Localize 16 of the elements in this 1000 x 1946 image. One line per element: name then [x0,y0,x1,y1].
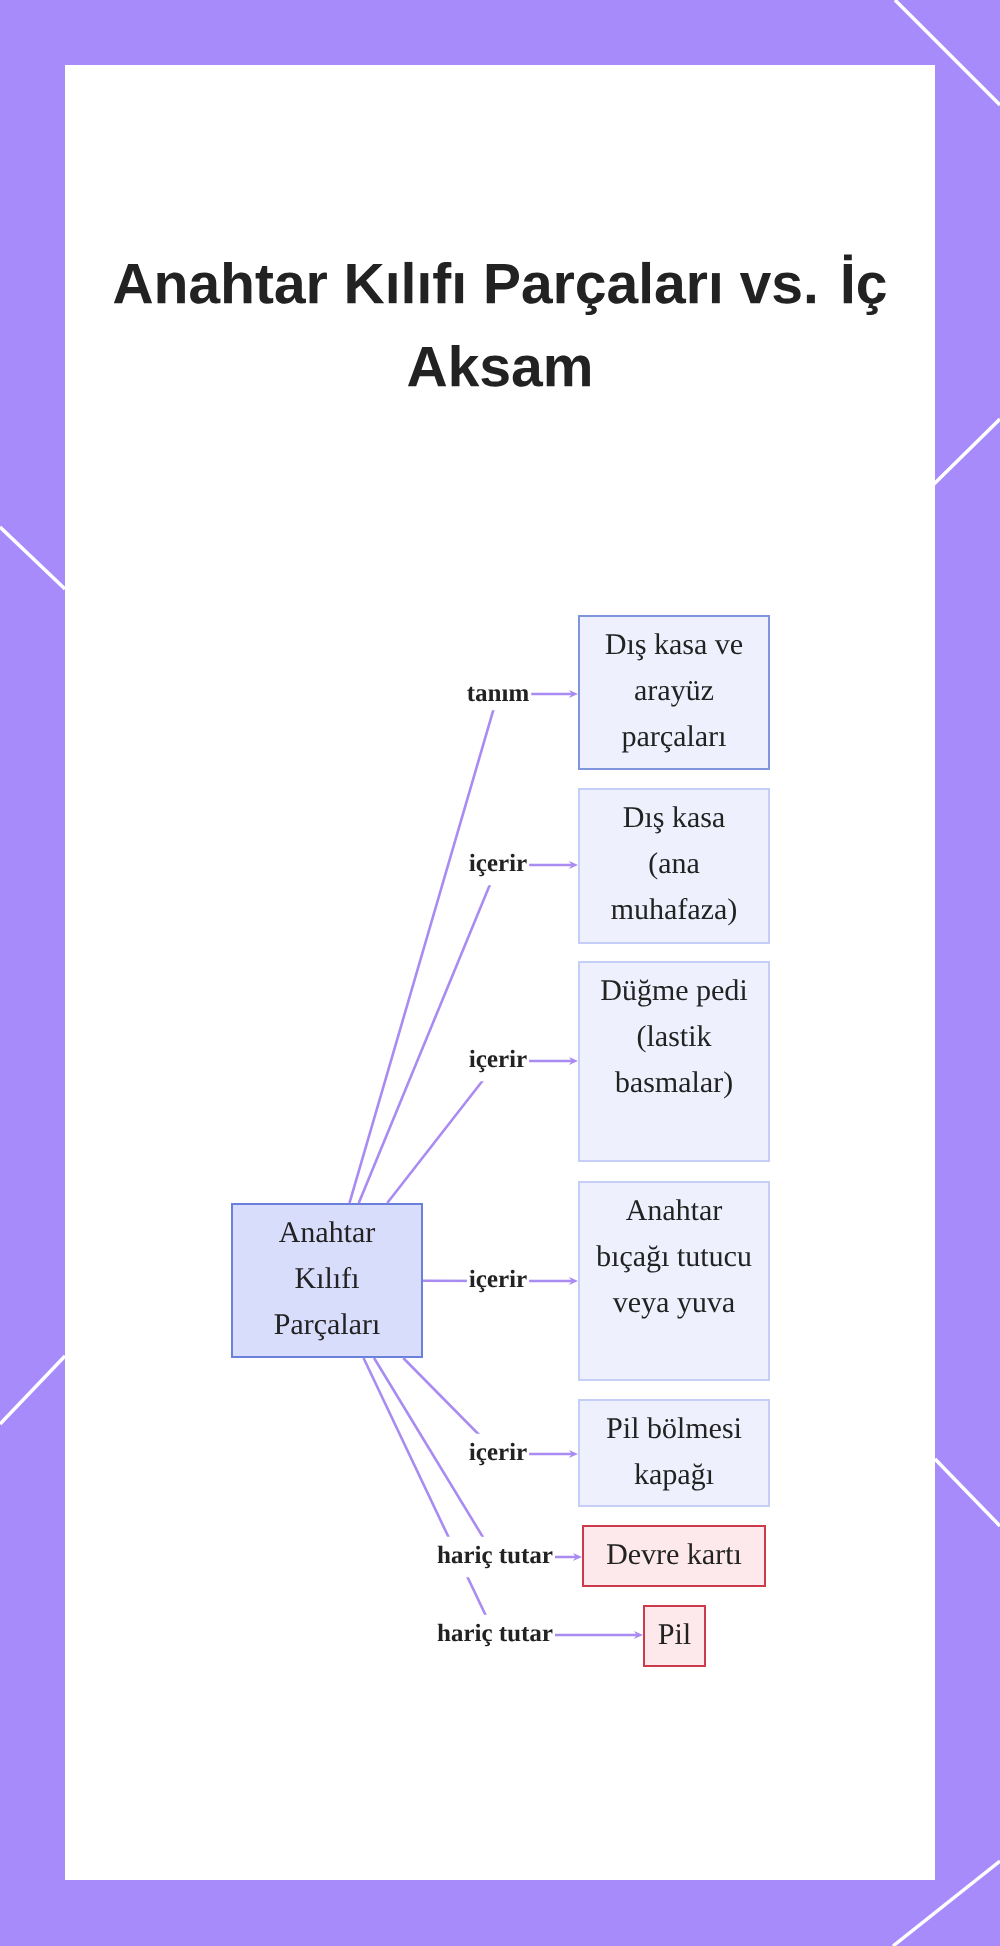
part-box: Anahtar bıçağı tutucu veya yuva [578,1181,770,1381]
excluded-box: Pil [643,1605,706,1667]
part-box: Dış kasa ve arayüz parçaları [578,615,770,770]
edge-label: hariç tutar [435,1614,555,1656]
edge-label: içerir [466,1040,530,1082]
central-box: Anahtar Kılıfı Parçaları [231,1203,423,1358]
edge-label: hariç tutar [435,1536,555,1578]
excluded-box: Devre kartı [582,1525,766,1587]
edge-label: içerir [466,844,530,886]
part-box: Düğme pedi (lastik basmalar) [578,961,770,1162]
edge-label: tanım [464,677,532,711]
part-box: Dış kasa (ana muhafaza) [578,788,770,944]
edge-label: içerir [466,1260,530,1302]
edge-label: içerir [466,1433,530,1475]
part-box: Pil bölmesi kapağı [578,1399,770,1507]
title: Anahtar Kılıfı Parçaları vs. İç Aksam [113,254,886,387]
